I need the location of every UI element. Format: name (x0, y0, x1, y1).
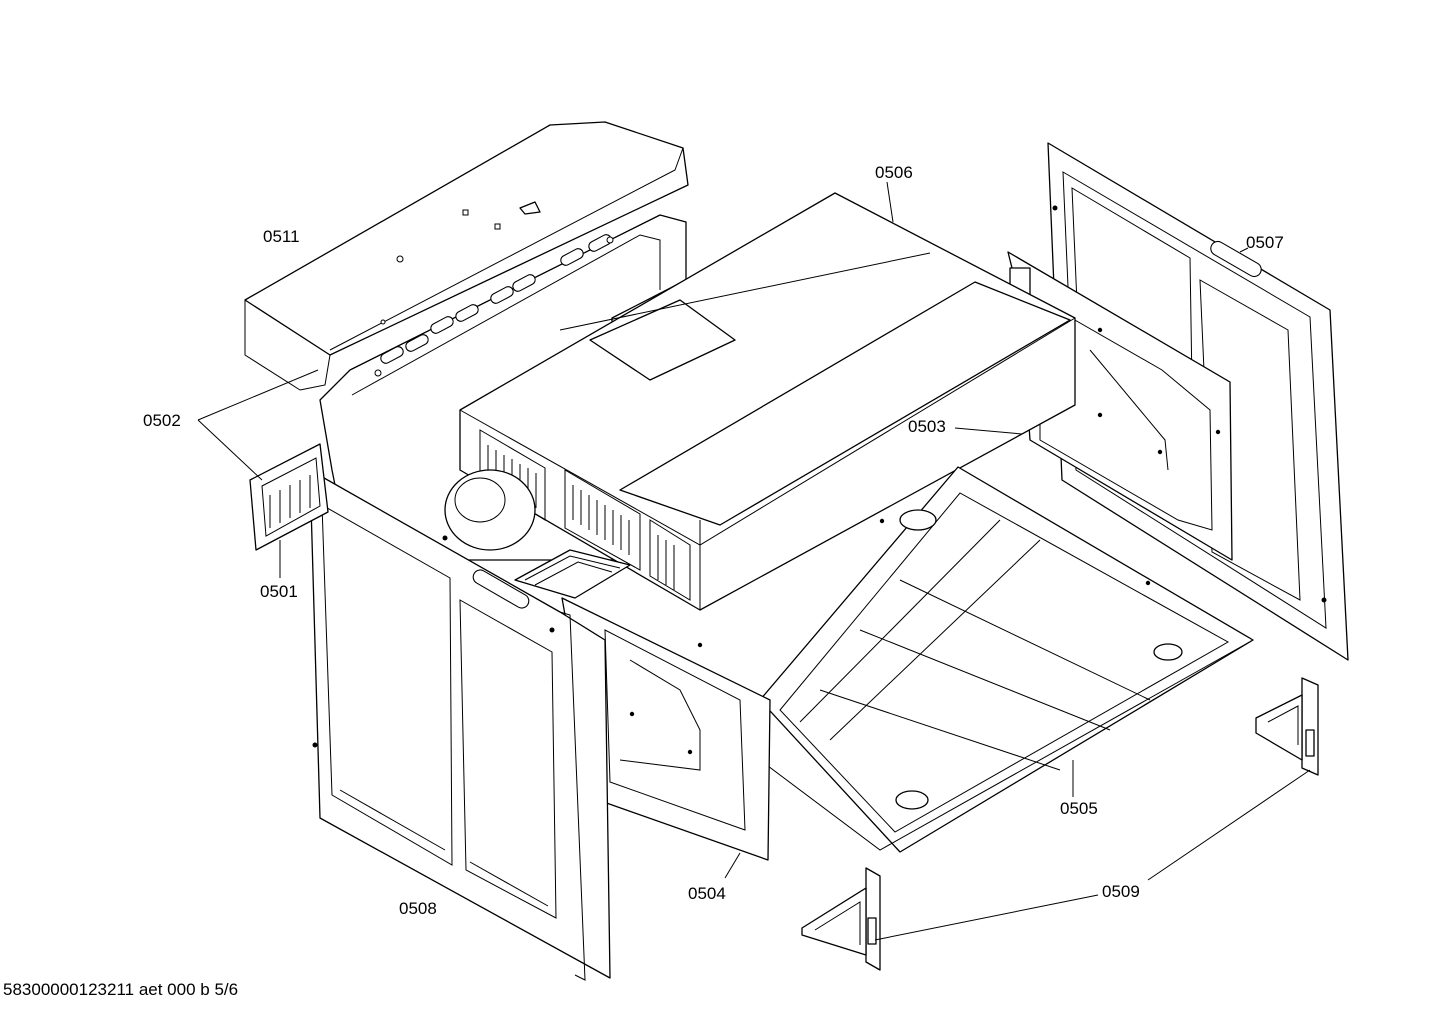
part-0508-side-panel (309, 469, 611, 981)
part-0509-bracket-left (801, 867, 881, 971)
label-0501: 0501 (260, 582, 298, 601)
callout-labels: 0511 0506 0507 0502 0503 0501 0505 0504 … (143, 163, 1284, 918)
label-0505: 0505 (1060, 799, 1098, 818)
part-0509-bracket-right (1255, 677, 1319, 776)
label-0509: 0509 (1102, 882, 1140, 901)
vent-slots-row (380, 234, 612, 364)
label-0507: 0507 (1246, 233, 1284, 252)
leader-lines (197, 181, 1311, 941)
part-0511-top-cover (244, 121, 689, 391)
label-0504: 0504 (688, 884, 726, 903)
label-0506: 0506 (875, 163, 913, 182)
label-0502: 0502 (143, 411, 181, 430)
label-0511: 0511 (263, 227, 300, 246)
heating-element-grille (514, 549, 631, 599)
part-0505-bottom-frame (759, 466, 1254, 853)
part-0506-cavity-top (459, 192, 1076, 611)
label-0508: 0508 (399, 899, 437, 918)
label-0503: 0503 (908, 417, 946, 436)
fan-motor (444, 469, 536, 551)
part-0501-grille-plate (249, 443, 329, 551)
drawing-reference-number: 58300000123211 aet 000 b 5/6 (3, 980, 239, 999)
